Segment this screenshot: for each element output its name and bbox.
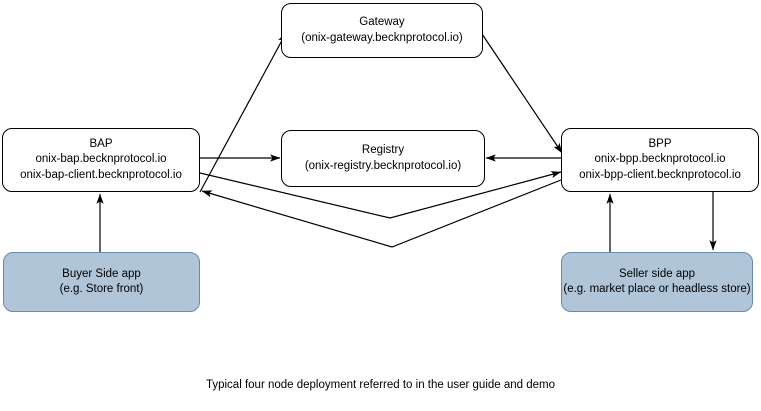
node-registry-subtitle: (onix-registry.becknprotocol.io) [304, 159, 462, 172]
node-registry-title: Registry [361, 144, 405, 156]
node-bap-title: BAP [89, 137, 113, 150]
node-registry[interactable]: Registry (onix-registry.becknprotocol.io… [281, 130, 485, 187]
connector-gateway-to-bpp [477, 27, 563, 154]
connector-bap-to-gateway [199, 32, 287, 193]
node-bpp-subtitle: onix-bpp.becknprotocol.io [594, 153, 726, 166]
node-buyer-side-app-title: Buyer Side app [62, 267, 141, 280]
node-buyer-side-app-subtitle: (e.g. Store front) [59, 283, 144, 295]
node-gateway-title: Gateway [359, 16, 405, 28]
connector-bap-to-bpp [199, 171, 562, 219]
node-seller-side-app[interactable]: Seller side app (e.g. market place or he… [561, 252, 753, 312]
node-seller-side-app-subtitle: (e.g. market place or headless store) [563, 283, 751, 295]
node-gateway[interactable]: Gateway (onix-gateway.becknprotocol.io) [281, 3, 483, 58]
node-bpp[interactable]: BPP onix-bpp.becknprotocol.io onix-bpp-c… [561, 128, 759, 192]
node-gateway-subtitle: (onix-gateway.becknprotocol.io) [301, 31, 463, 44]
connector-bpp-to-bap [201, 177, 567, 248]
node-seller-side-app-title: Seller side app [618, 267, 696, 280]
node-bap[interactable]: BAP onix-bap.becknprotocol.io onix-bap-c… [2, 128, 200, 192]
node-bpp-title: BPP [648, 137, 672, 150]
node-buyer-side-app[interactable]: Buyer Side app (e.g. Store front) [3, 252, 200, 312]
diagram-caption: Typical four node deployment referred to… [205, 379, 556, 391]
node-bap-subtitle: onix-bap.becknprotocol.io [35, 153, 167, 166]
node-bpp-subtitle-2: onix-bpp-client.becknprotocol.io [579, 168, 741, 181]
node-bap-subtitle-2: onix-bap-client.becknprotocol.io [20, 168, 182, 181]
